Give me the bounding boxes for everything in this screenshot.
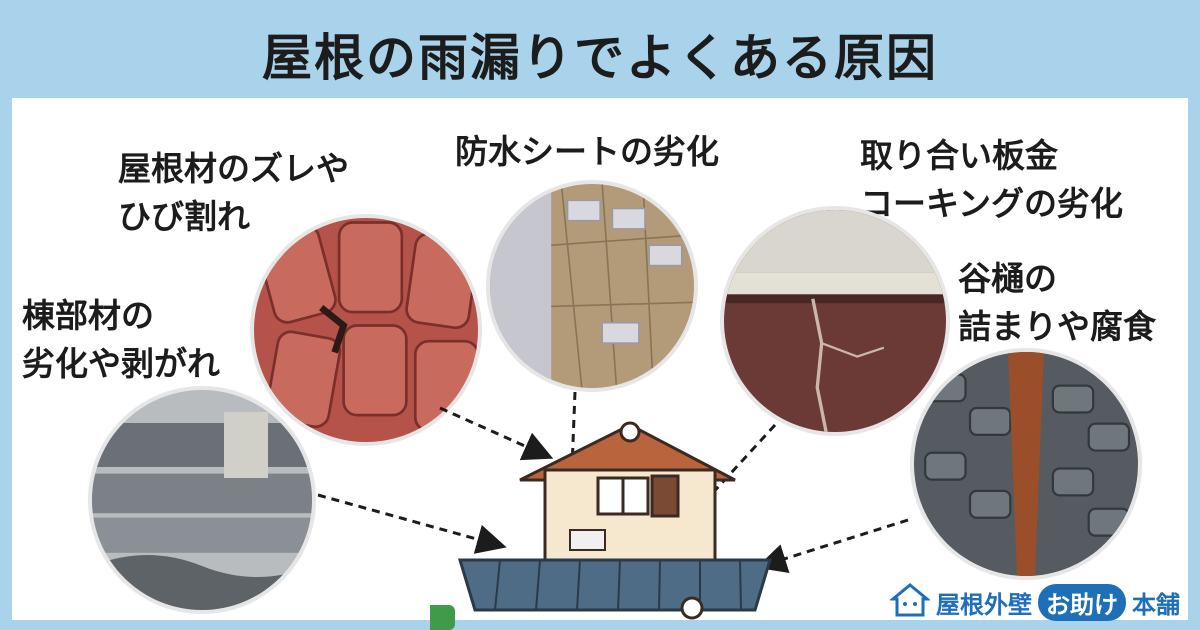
brand-suffix: 本舗	[1132, 590, 1180, 619]
brand-logo: 屋根外壁 お助け 本舗	[888, 582, 1180, 622]
page-title: 屋根の雨漏りでよくある原因	[262, 29, 938, 87]
label-valley: 谷樋の 詰まりや腐食	[958, 259, 1156, 346]
label-flashing: 取り合い板金 コーキングの劣化	[860, 136, 1124, 223]
label-ridge: 棟部材の 劣化や剥がれ	[22, 296, 220, 383]
brand-highlight: お助け	[1038, 583, 1126, 621]
photo-waterproof-sheet	[486, 180, 698, 392]
brand-prefix: 屋根外壁	[936, 590, 1032, 619]
label-waterproof-sheet: 防水シートの劣化	[455, 132, 719, 171]
house-logo-icon	[888, 582, 932, 622]
photo-flashing	[720, 206, 950, 436]
house-illustration	[430, 421, 773, 630]
photo-valley-gutter	[910, 348, 1142, 580]
label-tile-shift: 屋根材のズレや ひび割れ	[118, 149, 349, 236]
photo-ridge	[88, 386, 316, 614]
title-band	[0, 0, 1200, 96]
photo-cracked-tiles	[250, 214, 482, 446]
